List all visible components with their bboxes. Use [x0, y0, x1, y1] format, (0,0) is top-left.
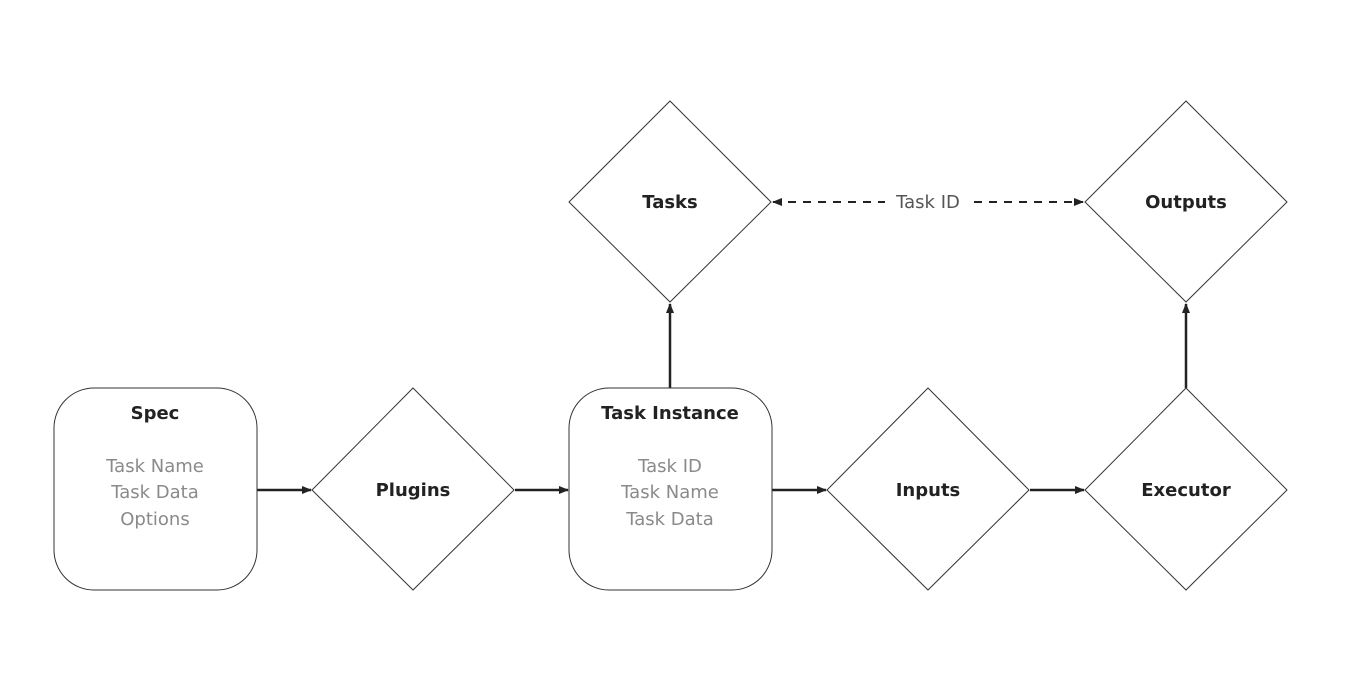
task-instance-title: Task Instance — [601, 403, 739, 424]
spec-line-3: Options — [120, 509, 189, 530]
inputs-shape — [826, 387, 1030, 591]
node-spec[interactable]: Spec Task Name Task Data Options — [53, 387, 258, 591]
outputs-shape — [1084, 100, 1288, 303]
executor-shape — [1084, 387, 1288, 591]
task-instance-shape — [568, 387, 773, 591]
task-instance-line-3: Task Data — [625, 509, 714, 530]
spec-title: Spec — [131, 403, 180, 424]
spec-line-2: Task Data — [110, 482, 199, 503]
tasks-title: Tasks — [642, 192, 698, 213]
spec-shape — [53, 387, 258, 591]
plugins-title: Plugins — [376, 480, 451, 501]
node-inputs[interactable]: Inputs — [826, 387, 1030, 591]
node-task-instance[interactable]: Task Instance Task ID Task Name Task Dat… — [568, 387, 773, 591]
node-tasks[interactable]: Tasks — [568, 100, 772, 303]
outputs-title: Outputs — [1145, 192, 1227, 213]
plugins-shape — [311, 387, 515, 591]
inputs-title: Inputs — [896, 480, 961, 501]
tasks-shape — [568, 100, 772, 303]
node-executor[interactable]: Executor — [1084, 387, 1288, 591]
task-instance-line-2: Task Name — [620, 482, 719, 503]
spec-line-1: Task Name — [105, 456, 204, 477]
executor-title: Executor — [1141, 480, 1231, 501]
task-instance-line-1: Task ID — [637, 456, 702, 477]
edge-label-task-id: Task ID — [895, 192, 960, 213]
node-plugins[interactable]: Plugins — [311, 387, 515, 591]
node-outputs[interactable]: Outputs — [1084, 100, 1288, 303]
